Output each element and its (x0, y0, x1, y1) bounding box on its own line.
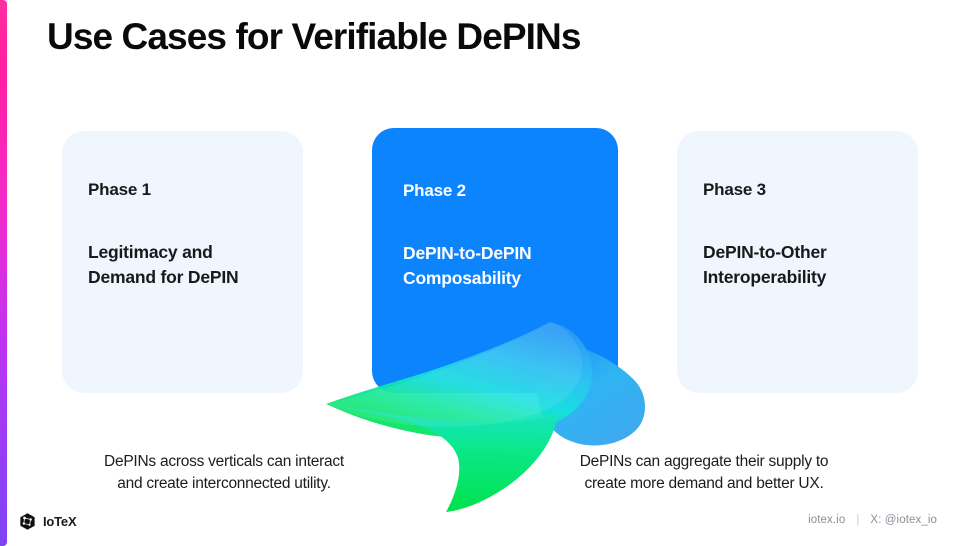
footer-brand: IoTeX (18, 512, 77, 531)
phase-card-1[interactable]: Phase 1 Legitimacy and Demand for DePIN (62, 131, 303, 393)
phase-card-2-content: Phase 2 DePIN-to-DePIN Composability (403, 180, 604, 291)
page-title: Use Cases for Verifiable DePINs (47, 16, 581, 57)
iotex-logo-icon (20, 513, 35, 530)
caption-right: DePINs can aggregate their supply to cre… (579, 453, 829, 492)
footer-social-link[interactable]: X: @iotex_io (870, 514, 937, 526)
phase-card-3[interactable]: Phase 3 DePIN-to-Other Interoperability (677, 131, 918, 393)
phase-card-3-label: Phase 3 (703, 180, 766, 199)
phase-card-2[interactable]: Phase 2 DePIN-to-DePIN Composability (372, 128, 618, 393)
brand-name: IoTeX (43, 514, 77, 529)
accent-strip (0, 0, 7, 546)
phase-card-3-content: Phase 3 DePIN-to-Other Interoperability (703, 179, 904, 290)
caption-left: DePINs across verticals can interact and… (104, 453, 344, 492)
phase-card-1-label: Phase 1 (88, 180, 151, 199)
phase-card-1-content: Phase 1 Legitimacy and Demand for DePIN (88, 179, 289, 290)
footer-website-link[interactable]: iotex.io (808, 514, 846, 526)
footer-separator: | (856, 514, 860, 526)
footer-links: iotex.io | X: @iotex_io (808, 514, 937, 526)
phase-card-2-label: Phase 2 (403, 181, 466, 200)
phase-card-2-body: DePIN-to-DePIN Composability (403, 243, 532, 288)
phase-card-1-body: Legitimacy and Demand for DePIN (88, 242, 239, 287)
phase-card-3-body: DePIN-to-Other Interoperability (703, 242, 827, 287)
